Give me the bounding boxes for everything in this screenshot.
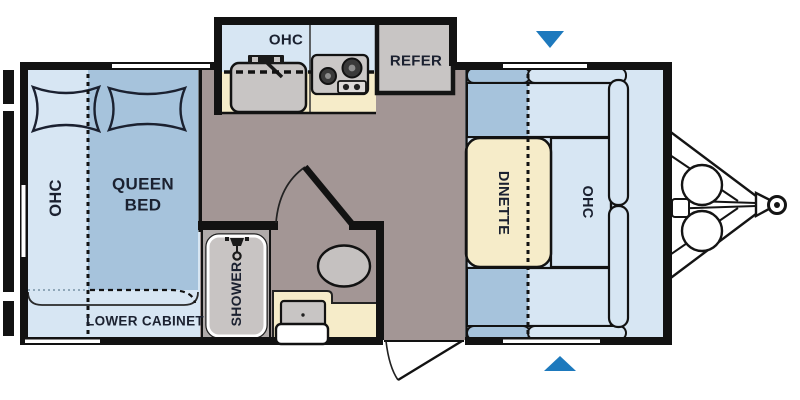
lower-cabinet-label: LOWER CABINET <box>86 314 204 329</box>
bedroom-ohc-label: OHC <box>47 179 65 217</box>
kitchen-ohc-label: OHC <box>269 32 303 49</box>
bathroom-sink-base <box>276 324 328 344</box>
sofa-cushion <box>609 206 628 327</box>
kitchen-sink-icon <box>231 55 306 112</box>
propane-valve-icon <box>672 199 689 217</box>
queen-bed-label-line2: BED <box>125 196 162 215</box>
toilet-icon <box>318 246 370 287</box>
shower-label: SHOWER <box>228 262 244 327</box>
bedroom-divider-wall <box>199 62 203 232</box>
propane-tank-icon <box>682 211 722 251</box>
sofa-cushion <box>609 80 628 205</box>
dinette-label: DINETTE <box>495 171 511 235</box>
queen-bed-label-line1: QUEEN <box>112 175 174 194</box>
propane-tank-icon <box>682 165 722 205</box>
refer-label: REFER <box>390 53 442 70</box>
stove-icon <box>312 55 368 94</box>
front-ohc-label: OHC <box>579 185 595 218</box>
dinette-area <box>465 64 663 340</box>
